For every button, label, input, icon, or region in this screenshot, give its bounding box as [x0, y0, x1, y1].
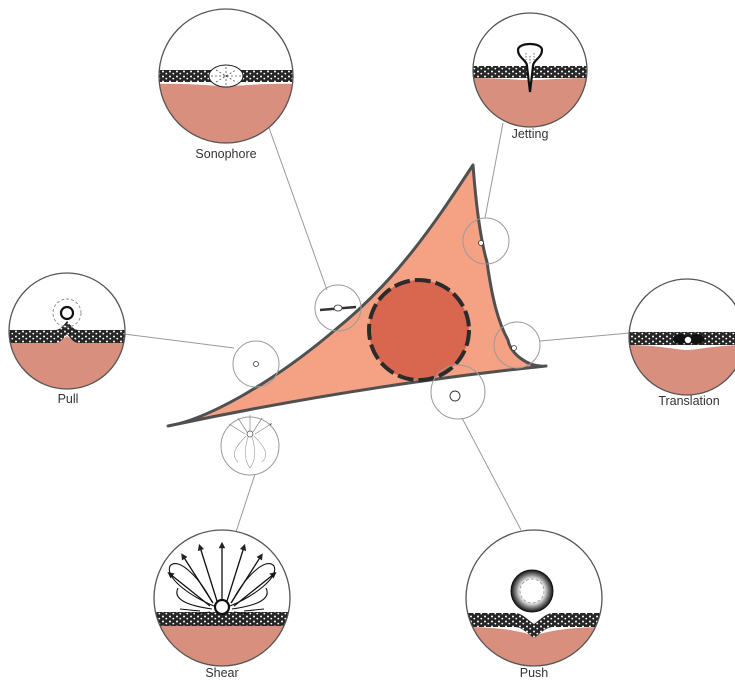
pull-inset: Pull: [5, 273, 130, 406]
connector-push: [462, 418, 521, 530]
connector-pull: [124, 334, 234, 348]
jetting-inset: Jetting: [470, 13, 595, 141]
shear-inset: Shear: [150, 530, 305, 680]
label-translation: Translation: [658, 394, 719, 408]
connector-shear: [236, 474, 255, 532]
label-sonophore: Sonophore: [195, 147, 256, 161]
zoom-ring-shear: [221, 415, 279, 475]
label-jetting: Jetting: [512, 127, 549, 141]
translation-inset: Translation: [625, 279, 735, 408]
label-push: Push: [520, 666, 549, 680]
connector-jetting: [485, 123, 503, 218]
label-shear: Shear: [205, 666, 238, 680]
connector-translation: [540, 333, 630, 341]
connector-sonophore: [268, 125, 327, 290]
label-pull: Pull: [58, 392, 79, 406]
sonophore-inset: Sonophore: [150, 9, 305, 161]
push-inset: Push: [462, 530, 610, 680]
